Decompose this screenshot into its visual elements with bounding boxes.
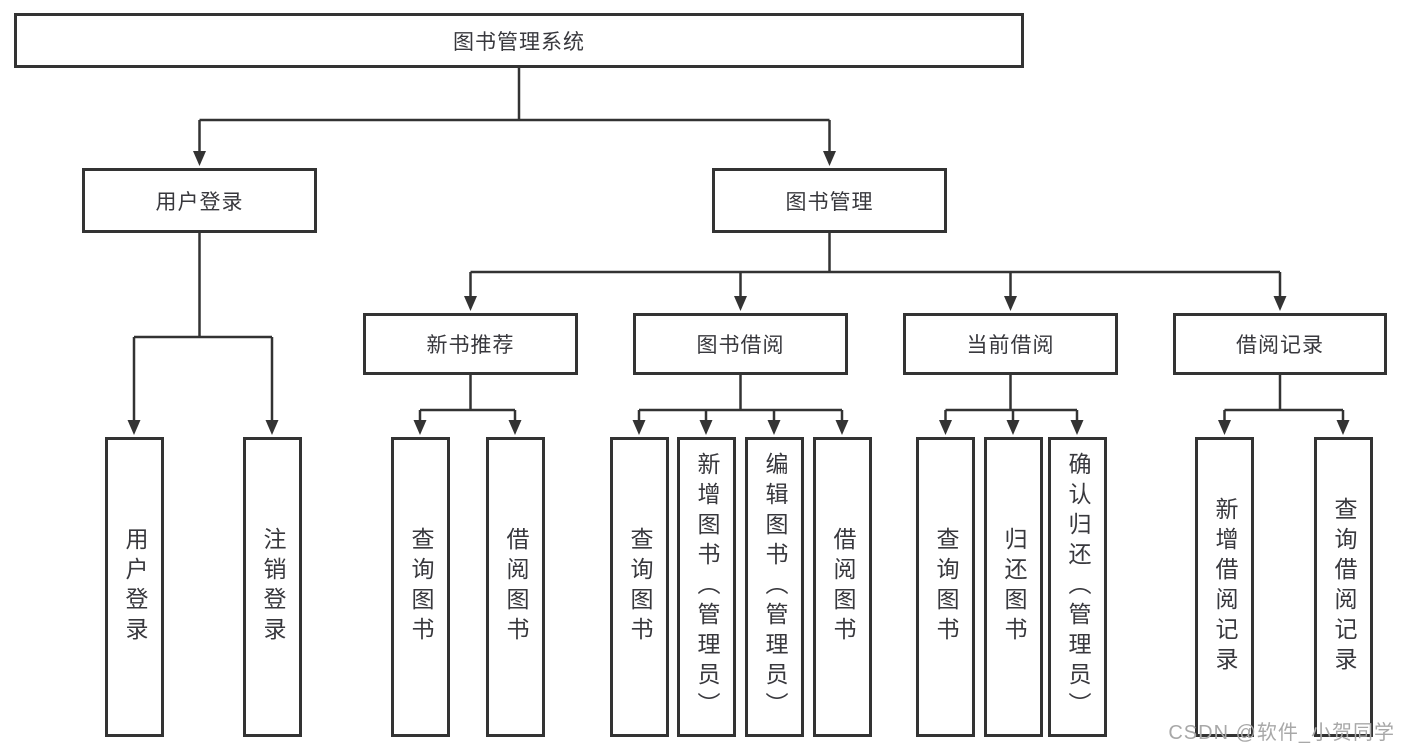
leaf-query-borrow-record: 查询借阅记录: [1314, 437, 1373, 737]
leaf-add-books-admin: 新增图书（管理员）: [677, 437, 736, 737]
leaf-user-login: 用户登录: [105, 437, 164, 737]
leaf-query-books-recommend: 查询图书: [391, 437, 450, 737]
leaf-confirm-return-admin: 确认归还（管理员）: [1048, 437, 1107, 737]
leaf-return-books: 归还图书: [984, 437, 1043, 737]
node-new-book-recommend: 新书推荐: [363, 313, 578, 375]
csdn-watermark: CSDN @软件_小贺同学: [1168, 722, 1395, 744]
leaf-borrow-books-recommend: 借阅图书: [486, 437, 545, 737]
leaf-borrow-books: 借阅图书: [813, 437, 872, 737]
node-library-management-system: 图书管理系统: [14, 13, 1024, 68]
node-current-borrow: 当前借阅: [903, 313, 1118, 375]
node-book-borrow: 图书借阅: [633, 313, 848, 375]
leaf-query-books-borrow: 查询图书: [610, 437, 669, 737]
leaf-edit-books-admin: 编辑图书（管理员）: [745, 437, 804, 737]
node-book-management: 图书管理: [712, 168, 947, 233]
leaf-logout: 注销登录: [243, 437, 302, 737]
node-borrow-records: 借阅记录: [1173, 313, 1387, 375]
node-user-login: 用户登录: [82, 168, 317, 233]
leaf-add-borrow-record: 新增借阅记录: [1195, 437, 1254, 737]
leaf-query-books-current: 查询图书: [916, 437, 975, 737]
